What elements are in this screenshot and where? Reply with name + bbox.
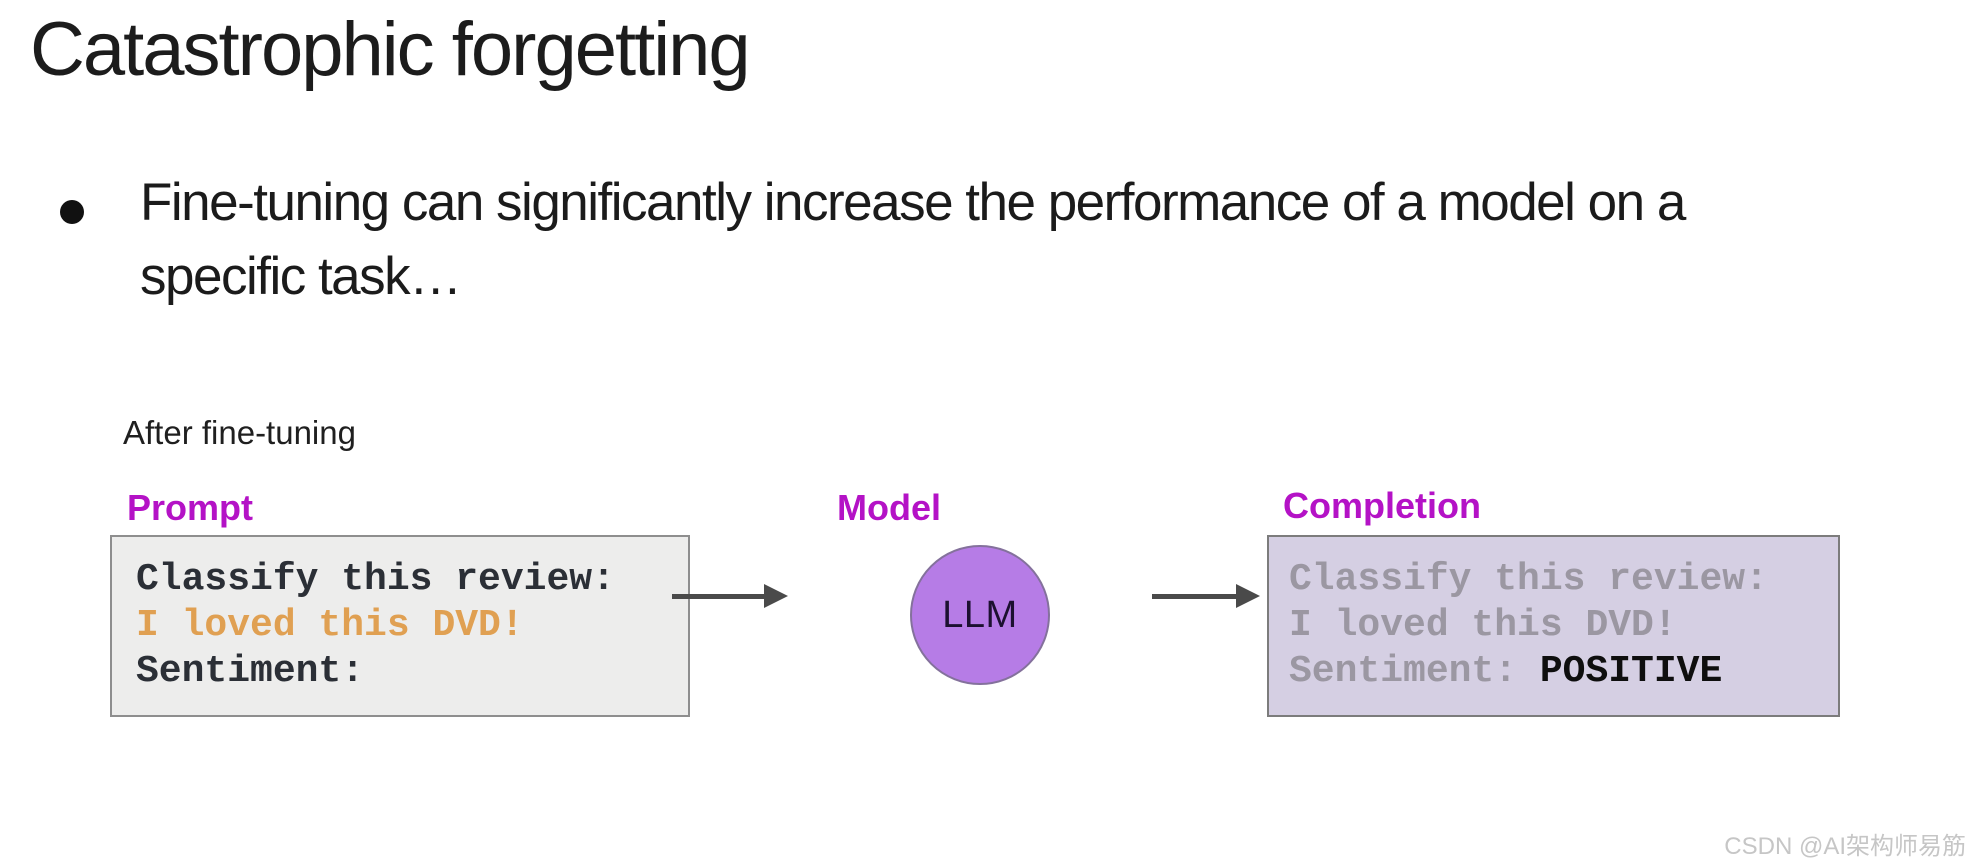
prompt-box: Classify this review: I loved this DVD! … (110, 535, 690, 717)
completion-label: Completion (1283, 485, 1481, 526)
watermark: CSDN @AI架构师易筋 (1724, 833, 1966, 860)
llm-model-node: LLM (910, 545, 1050, 685)
sentiment-prefix: Sentiment: (1289, 650, 1540, 693)
page-title: Catastrophic forgetting (30, 7, 751, 92)
completion-line-review: I loved this DVD! (1289, 604, 1677, 647)
completion-box: Classify this review: I loved this DVD! … (1267, 535, 1840, 717)
arrow-model-to-completion-shaft (1152, 594, 1236, 599)
arrow-model-to-completion-head-icon (1236, 584, 1260, 608)
prompt-line-instruction: Classify this review: (136, 558, 615, 601)
bullet-text-line-1: Fine-tuning can significantly increase t… (140, 173, 1686, 232)
completion-line-sentiment: Sentiment: POSITIVE (1289, 649, 1838, 695)
arrow-prompt-to-model-shaft (672, 594, 764, 599)
prompt-line-review: I loved this DVD! (136, 604, 524, 647)
prompt-label: Prompt (127, 487, 253, 528)
prompt-line-sentiment: Sentiment: (136, 650, 365, 693)
bullet-text-line-2: specific task… (140, 247, 462, 306)
completion-line-instruction: Classify this review: (1289, 558, 1768, 601)
arrow-prompt-to-model-head-icon (764, 584, 788, 608)
model-label: Model (837, 487, 941, 528)
llm-node-label: LLM (942, 593, 1018, 636)
stage-label: After fine-tuning (123, 414, 356, 451)
sentiment-positive-value: POSITIVE (1539, 650, 1723, 693)
bullet-dot (60, 200, 84, 224)
bullet-item: Fine-tuning can significantly increase t… (140, 166, 1900, 314)
